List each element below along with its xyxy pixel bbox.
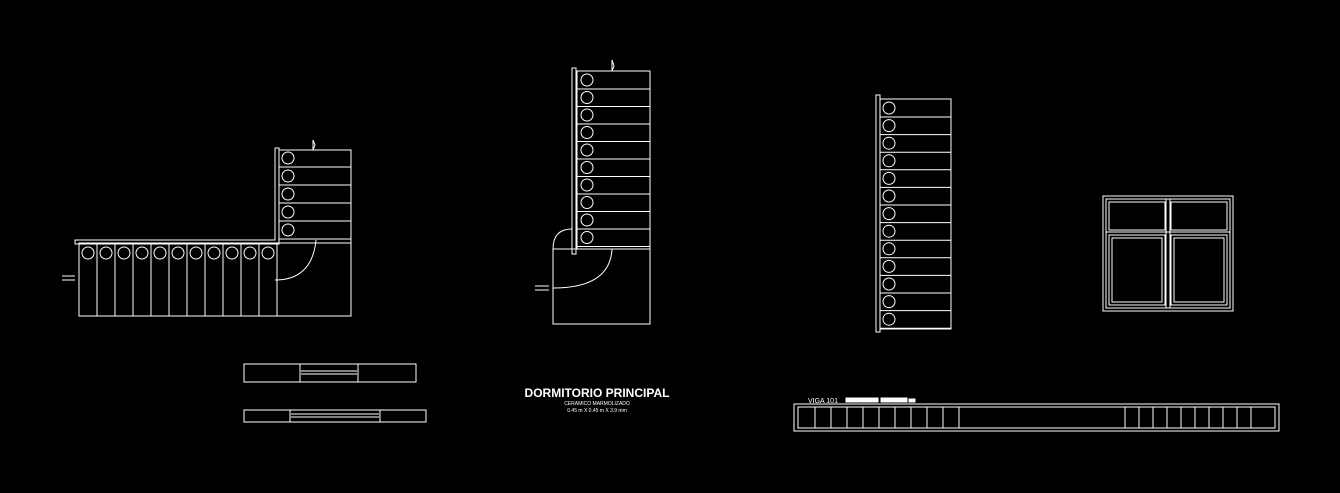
stair-plan-l-shaped bbox=[62, 139, 352, 317]
stair-2-landing bbox=[552, 248, 651, 325]
window-elevation bbox=[1102, 195, 1234, 312]
stair-l-lower-treads bbox=[96, 244, 278, 316]
baluster-icon bbox=[81, 246, 95, 260]
baluster-icon bbox=[882, 207, 896, 221]
baluster-icon bbox=[207, 246, 221, 260]
drawing-spec: 0.45 m X 0.45 m X 3.9 mm bbox=[567, 408, 626, 414]
beam-label-bar-1 bbox=[845, 397, 879, 403]
beam-label-bar-3 bbox=[908, 398, 916, 403]
baluster-icon bbox=[281, 205, 295, 219]
stair-l-walk-line bbox=[274, 239, 317, 281]
drawing-subtitle: CERAMICO MARMOLIZADO bbox=[564, 401, 630, 407]
stair-2-walk-line bbox=[552, 248, 613, 289]
baluster-icon bbox=[580, 178, 594, 192]
beam-label-bar-2 bbox=[880, 397, 908, 403]
baluster-icon bbox=[281, 169, 295, 183]
baluster-icon bbox=[189, 246, 203, 260]
baluster-icon bbox=[261, 246, 275, 260]
beam-label: VIGA 101 bbox=[808, 398, 838, 405]
baluster-icon bbox=[580, 196, 594, 209]
stair-3-handrail bbox=[875, 94, 881, 333]
baluster-icon bbox=[882, 242, 896, 256]
title-block: DORMITORIO PRINCIPAL CERAMICO MARMOLIZAD… bbox=[525, 386, 670, 414]
baluster-icon bbox=[882, 312, 896, 326]
stair-l-arrow-up-icon bbox=[312, 139, 316, 151]
section-bar-1 bbox=[243, 363, 417, 383]
baluster-icon bbox=[580, 143, 594, 157]
baluster-icon bbox=[882, 136, 896, 150]
beam-segments bbox=[814, 407, 1252, 428]
stair-l-balusters bbox=[81, 151, 295, 260]
baluster-icon bbox=[580, 73, 594, 87]
baluster-icon bbox=[882, 171, 896, 185]
baluster-icon bbox=[171, 246, 185, 260]
baluster-icon bbox=[580, 91, 594, 104]
baluster-icon bbox=[135, 246, 149, 260]
baluster-icon bbox=[281, 151, 295, 165]
stair-2-arrow-up-icon bbox=[611, 59, 615, 72]
baluster-icon bbox=[882, 295, 896, 309]
stair-3-flight bbox=[879, 98, 952, 330]
baluster-icon bbox=[281, 223, 295, 237]
beam-inner bbox=[797, 406, 1276, 429]
stair-2-curved-rail bbox=[552, 228, 573, 324]
stair-2-upper-flight bbox=[576, 70, 651, 250]
baluster-icon bbox=[225, 246, 239, 260]
baluster-icon bbox=[243, 246, 257, 260]
stair-2-treads bbox=[577, 88, 650, 247]
baluster-icon bbox=[882, 224, 896, 238]
baluster-icon bbox=[281, 187, 295, 201]
stair-plan-straight bbox=[875, 94, 952, 333]
stair-3-balusters bbox=[882, 101, 896, 326]
stair-l-arrow-start bbox=[62, 275, 75, 281]
baluster-icon bbox=[882, 154, 896, 168]
stair-l-lower-flight bbox=[78, 242, 352, 317]
section-bar-2 bbox=[243, 409, 427, 423]
baluster-icon bbox=[580, 126, 594, 139]
stair-2-handrail bbox=[571, 67, 577, 255]
baluster-icon bbox=[580, 161, 594, 174]
stair-3-treads bbox=[880, 116, 951, 329]
baluster-icon bbox=[99, 246, 113, 260]
baluster-icon bbox=[117, 246, 131, 260]
baluster-icon bbox=[882, 119, 896, 133]
stair-2-balusters bbox=[580, 73, 594, 244]
baluster-icon bbox=[153, 246, 167, 260]
stair-l-upper-treads bbox=[279, 166, 351, 240]
stair-l-handrail bbox=[74, 147, 280, 245]
baluster-icon bbox=[580, 108, 594, 122]
beam-elevation: VIGA 101 bbox=[793, 397, 1280, 432]
drawing-title: DORMITORIO PRINCIPAL bbox=[525, 386, 670, 400]
stair-plan-straight-curved bbox=[535, 59, 651, 325]
baluster-icon bbox=[882, 101, 896, 115]
beam-outline bbox=[793, 403, 1280, 432]
baluster-icon bbox=[580, 231, 594, 244]
baluster-icon bbox=[580, 213, 594, 227]
baluster-icon bbox=[882, 189, 896, 203]
baluster-icon bbox=[882, 259, 896, 273]
baluster-icon bbox=[882, 277, 896, 291]
stair-2-arrow-start bbox=[535, 285, 549, 291]
